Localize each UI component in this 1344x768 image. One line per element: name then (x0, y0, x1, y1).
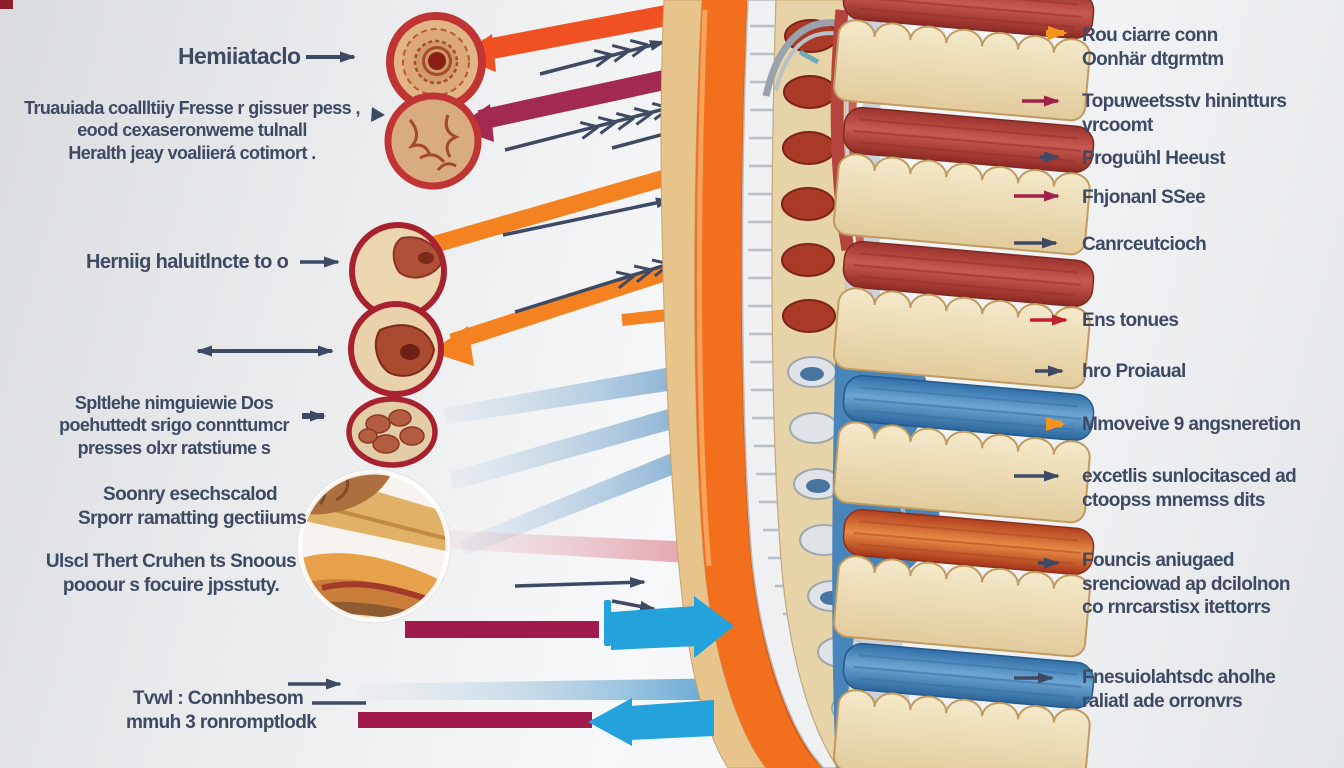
vertebra-unit (831, 374, 1095, 525)
label-posture: Ulscl Thert Cruhen ts Snoous pooour s fo… (45, 551, 297, 596)
disc-cross-section-healthy (386, 12, 486, 112)
pink-beam (440, 530, 738, 566)
bottom-force-arrows (358, 596, 734, 746)
label-traumatic-pressure: Truauiada coallltiiy Fresse r gissuer pe… (24, 98, 360, 163)
label-right-6: Ens tonues (1082, 310, 1179, 331)
label-right-5: Canrceutcioch (1082, 234, 1207, 255)
vertebra-units (831, 0, 1095, 768)
label-right-10: Founcis aniugaed srenciowad ap dcilolnon… (1082, 550, 1291, 619)
cyan-arrow-left (588, 698, 714, 746)
label-right-8: Mmoveive 9 angsneretion (1082, 414, 1301, 435)
maroon-bar (358, 712, 592, 728)
vertebra-unit (831, 0, 1095, 123)
label-right-4: Fhjonanl SSee (1082, 187, 1206, 208)
vertebra-unit (831, 508, 1095, 659)
disc-cross-section-bulging (349, 222, 447, 320)
label-right-2: Topuweetsstv hinintturs vrcoomt (1082, 91, 1287, 136)
disc-cross-section-degenerated (384, 92, 482, 190)
anterior-ligament-orange (694, 0, 824, 768)
vertebra-unit (831, 240, 1095, 391)
right-label-arrows (1014, 26, 1068, 684)
vertebra-unit (831, 642, 1095, 768)
label-right-11: Fnesuiolahtsdc aholhe raliatl ade orronv… (1082, 667, 1276, 712)
label-compression: Tvwl : Connhbesom mmuh 3 ronromptlodk (126, 688, 317, 733)
label-right-3: Proguühl Heeust (1082, 148, 1226, 169)
left-label-arrows (196, 51, 385, 705)
label-right-1: Rou ciarre conn Oonhär dtgrmtm (1082, 25, 1224, 70)
magnifier-inset (297, 469, 451, 623)
small-pointer (371, 107, 385, 122)
vertebra-unit (831, 106, 1095, 257)
label-right-9: excetlis sunlocitasced ad ctoopss mnemss… (1082, 466, 1297, 511)
label-herniation-direction: Herniig haluitlncte to o (86, 251, 289, 273)
cyan-arrow-right (604, 596, 734, 658)
navy-arrows (502, 34, 704, 612)
disc-cross-section-herniated (348, 301, 444, 397)
label-right-7: hro Proiaual (1082, 361, 1186, 382)
label-sensory-sections: Soonry esechscalod Srporr ramatting gect… (78, 484, 307, 529)
disc-cross-section-extruded (346, 396, 438, 468)
corner-mark (0, 0, 13, 9)
label-spine-pressure: Spltlehe nimguiewie Dos poehuttedt srigo… (59, 393, 289, 458)
label-herniated: Hemiiataclo (178, 43, 301, 69)
maroon-bar (405, 621, 599, 638)
disc-nuclei (781, 19, 838, 333)
